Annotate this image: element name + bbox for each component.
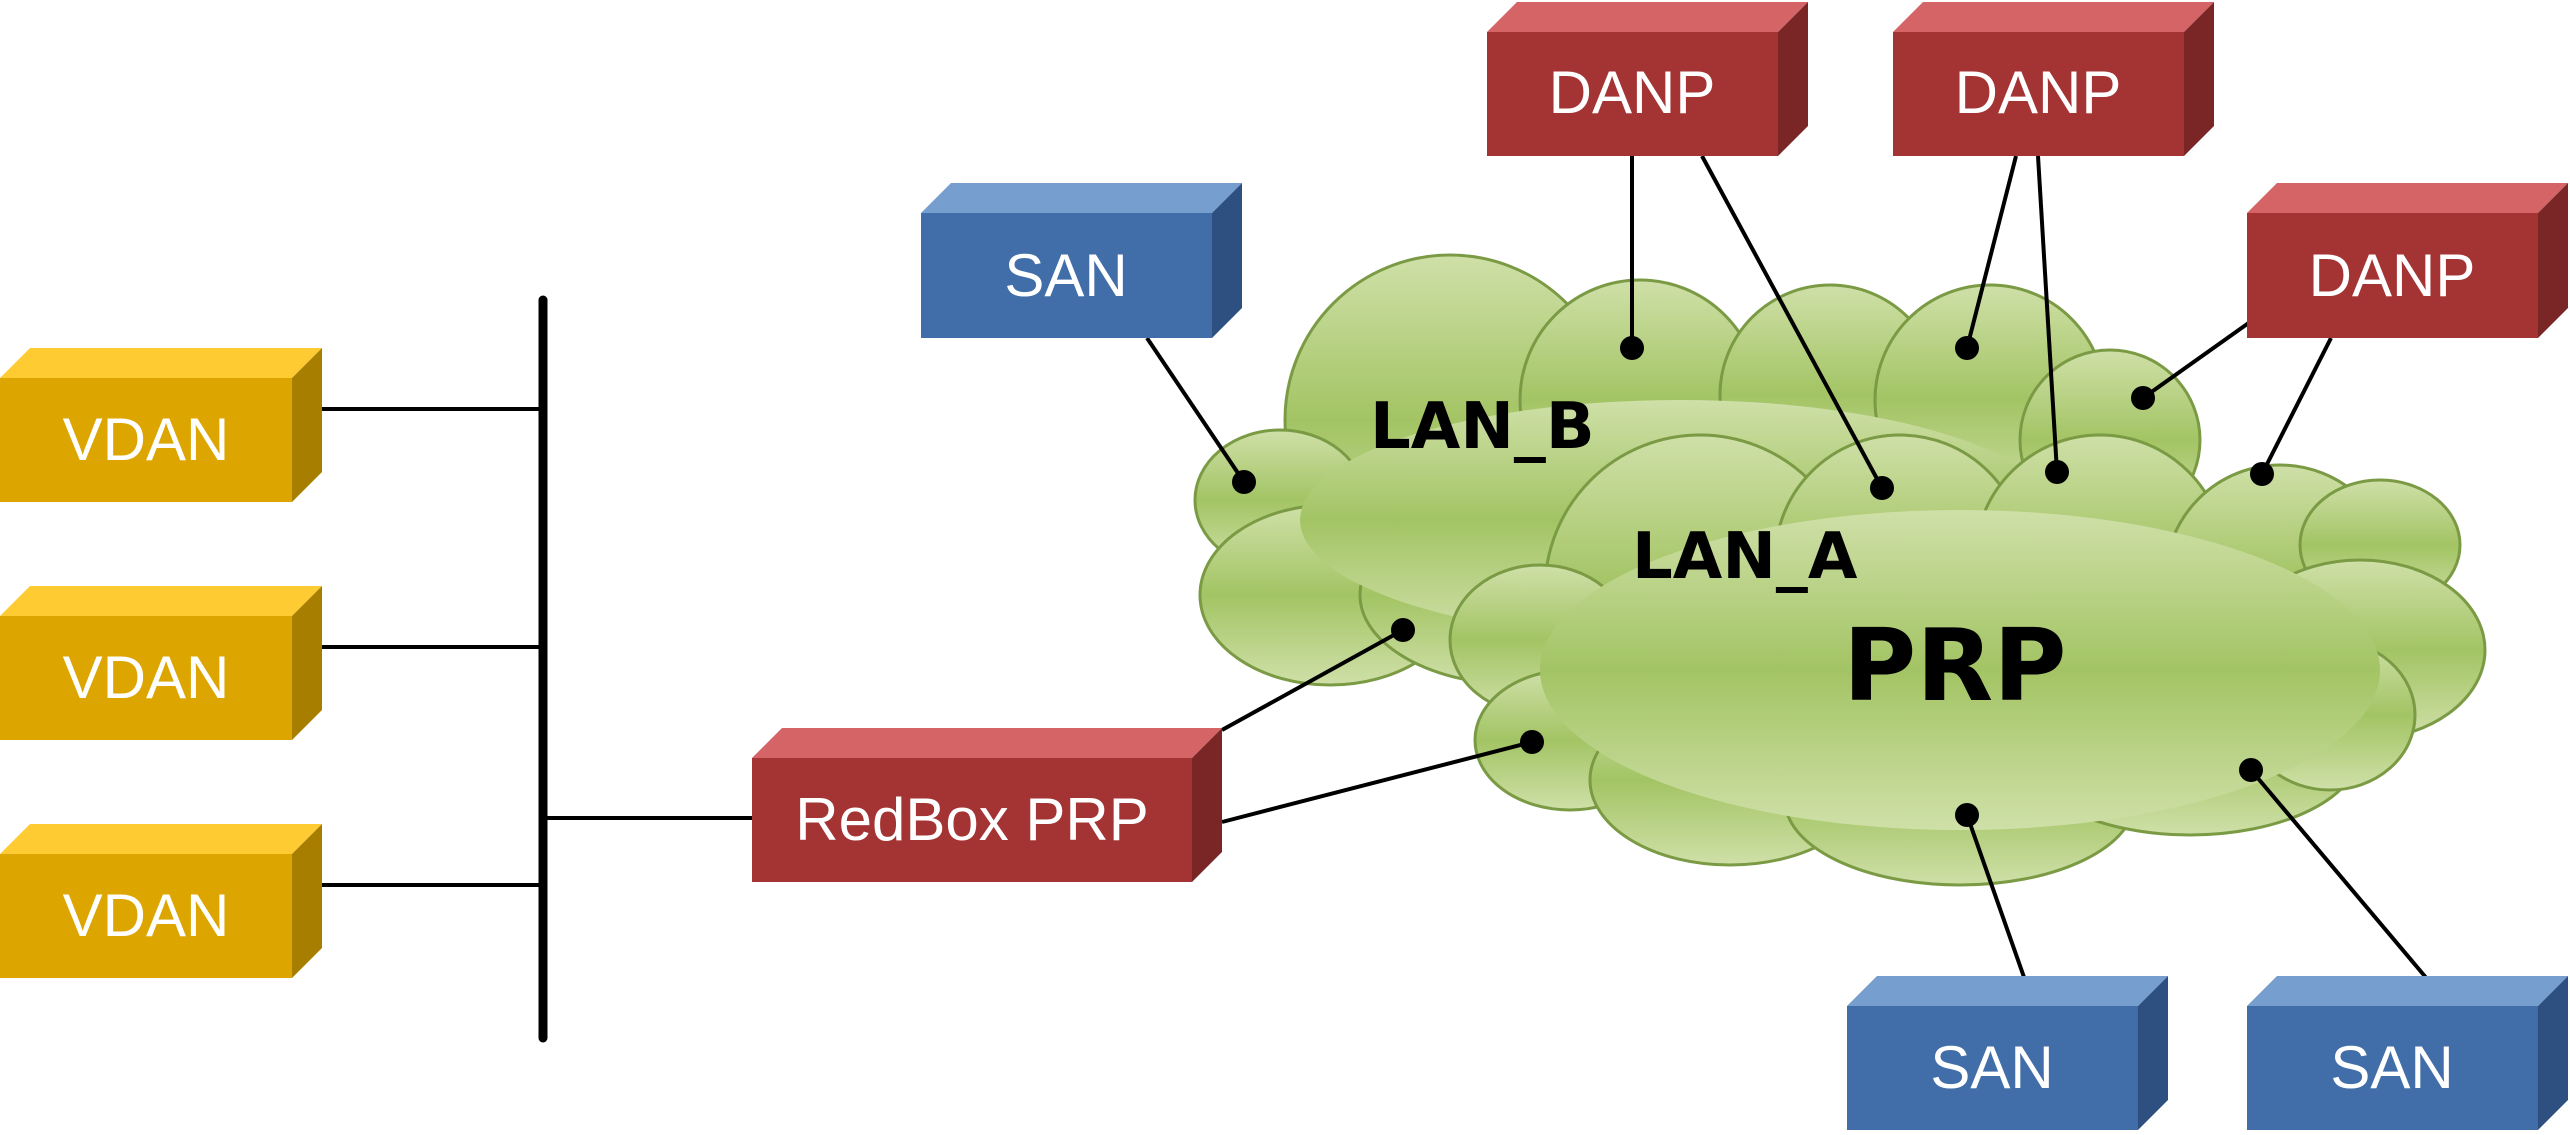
vdan-node-2[interactable]: VDAN	[0, 586, 322, 740]
vdan-label-2: VDAN	[63, 644, 230, 711]
lan-b-label: LAN_B	[1370, 390, 1595, 464]
redbox-prp-node[interactable]: RedBox PRP	[752, 728, 1222, 882]
danp-label-2: DANP	[1955, 59, 2122, 126]
vdan-label-1: VDAN	[63, 406, 230, 473]
vdan-node-1[interactable]: VDAN	[0, 348, 322, 502]
dot-san-bottom-1	[1955, 803, 1979, 827]
dot-danp3-lan-a	[2250, 462, 2274, 486]
san-node-top[interactable]: SAN	[921, 183, 1242, 338]
link-san-top	[1145, 336, 1246, 484]
dot-danp1-lan-b	[1620, 336, 1644, 360]
link-danp3-lan-b	[2141, 320, 2252, 400]
dot-san-top	[1232, 470, 1256, 494]
link-san-bottom-1	[1965, 814, 2027, 981]
link-danp2-lan-a	[2036, 155, 2059, 473]
san-node-bottom-2[interactable]: SAN	[2247, 976, 2568, 1130]
danp-node-1[interactable]: DANP	[1487, 2, 1808, 156]
vdan-node-3[interactable]: VDAN	[0, 824, 322, 978]
danp-label-3: DANP	[2309, 242, 2476, 309]
link-danp3-lan-a	[2260, 337, 2333, 475]
dot-redbox-lan-a	[1520, 730, 1544, 754]
dot-danp1-lan-a	[1870, 476, 1894, 500]
san-label-bottom-2: SAN	[2330, 1034, 2453, 1101]
san-label-top: SAN	[1004, 242, 1127, 309]
dot-san-bottom-2	[2239, 758, 2263, 782]
danp-label-1: DANP	[1549, 59, 1716, 126]
link-danp2-lan-b	[1965, 155, 2018, 349]
link-redbox-lan-a	[1221, 740, 1533, 824]
san-node-bottom-1[interactable]: SAN	[1847, 976, 2168, 1130]
dot-danp2-lan-b	[1955, 336, 1979, 360]
danp-node-3[interactable]: DANP	[2247, 183, 2568, 338]
lan-a-label: LAN_A	[1632, 520, 1858, 594]
prp-label: PRP	[1843, 607, 2067, 724]
dot-danp2-lan-a	[2045, 460, 2069, 484]
link-danp1-lan-a	[1700, 155, 1884, 489]
danp-node-2[interactable]: DANP	[1893, 2, 2214, 156]
connection-dots	[1232, 336, 2274, 827]
dot-redbox-lan-b	[1391, 618, 1415, 642]
dot-danp3-lan-b	[2131, 386, 2155, 410]
connections	[322, 155, 2430, 1043]
link-redbox-lan-b	[1221, 628, 1404, 732]
link-san-bottom-2	[2249, 768, 2430, 982]
vdan-label-3: VDAN	[63, 882, 230, 949]
san-label-bottom-1: SAN	[1930, 1034, 2053, 1101]
redbox-prp-label: RedBox PRP	[795, 786, 1149, 853]
lan-a-cloud	[1448, 433, 2487, 887]
